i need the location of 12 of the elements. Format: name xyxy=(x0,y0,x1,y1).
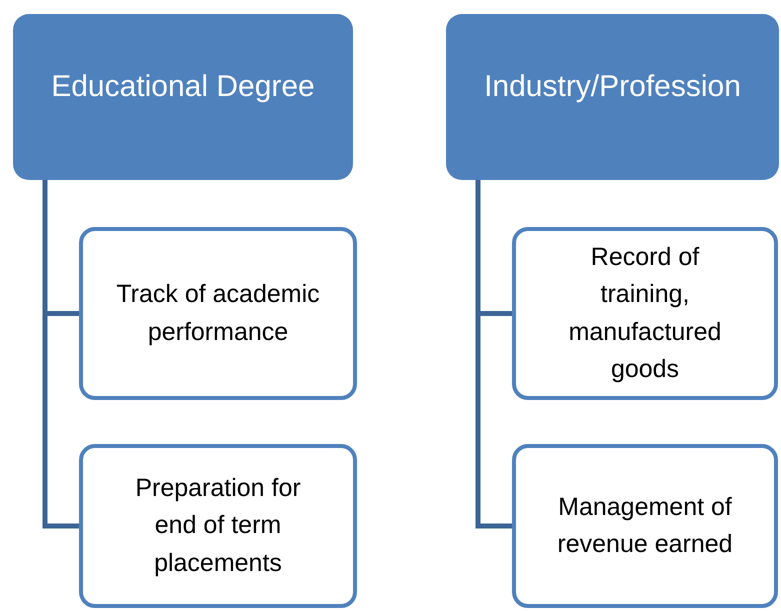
detail-text: Management of revenue earned xyxy=(556,492,734,560)
detail-text: Track of academic performance xyxy=(115,279,321,348)
detail-text: Record of training, manufactured goods xyxy=(568,242,722,385)
category-title: Industry/Profession xyxy=(484,70,741,104)
detail-box xyxy=(512,444,778,608)
detail-text: Preparation for end of term placements xyxy=(134,472,302,579)
detail-box xyxy=(79,227,357,400)
category-box xyxy=(13,14,353,180)
detail-box xyxy=(79,444,357,608)
category-title: Educational Degree xyxy=(51,70,315,104)
category-box xyxy=(446,14,779,180)
detail-box xyxy=(512,227,778,400)
